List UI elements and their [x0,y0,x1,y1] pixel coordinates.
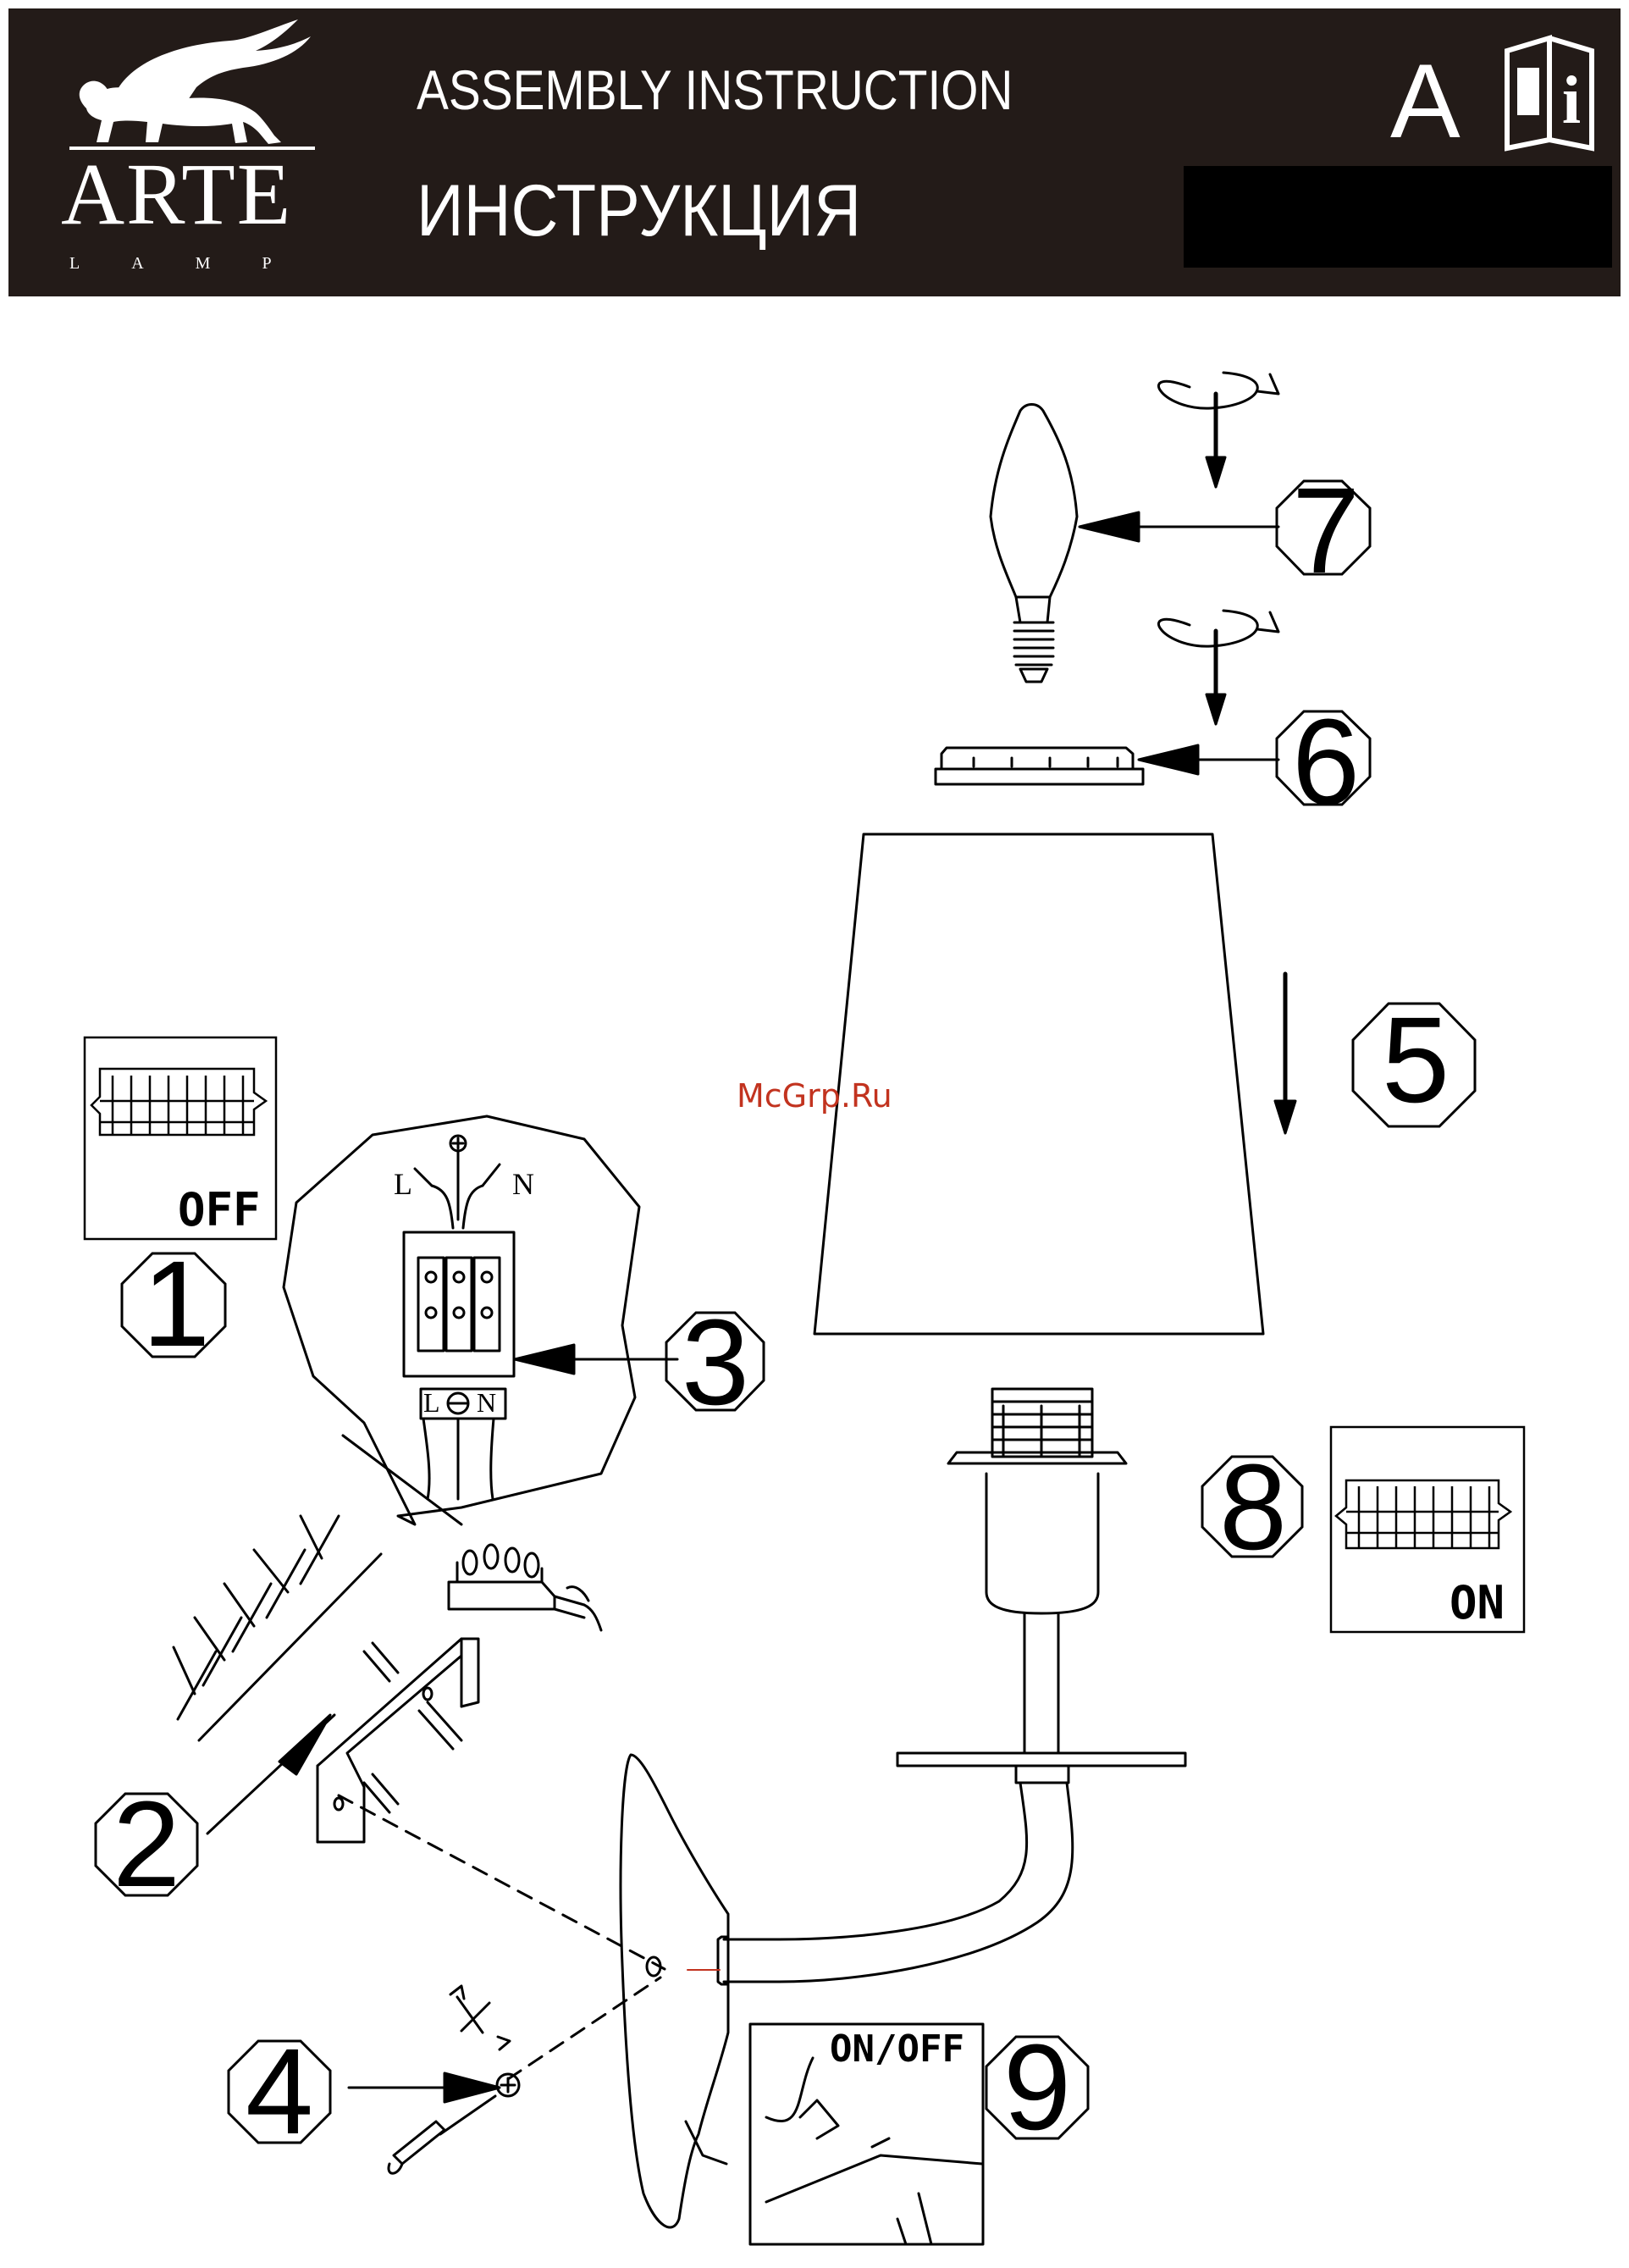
screwdriver-icon [389,2096,495,2173]
wiring-zoom-octagon [284,1116,639,1524]
step-number-2: 2 [113,1784,180,1906]
step-number-6: 6 [1292,701,1360,823]
rotate-arrow-icon [1158,611,1278,724]
wall-hatching [174,1516,381,1740]
terminal-live-label: L [423,1389,440,1416]
wall-plate [621,1755,728,2227]
step-number-1: 1 [142,1243,210,1365]
switch-label-off: OFF [178,1187,261,1233]
shade-ring [936,748,1143,784]
step-number-3: 3 [682,1302,749,1424]
switch-label-on: ON [1450,1580,1505,1626]
terminal-neutral-label: N [477,1389,496,1416]
live-wire-label: L [394,1169,412,1199]
step-number-8: 8 [1219,1447,1287,1568]
light-bulb [991,405,1077,683]
step-number-4: 4 [246,2031,313,2153]
rotate-arrow-icon [450,1986,510,2049]
terminal-block [449,1545,601,1630]
lamp-arm [724,1783,1073,1982]
step-number-5: 5 [1382,999,1450,1121]
terminal-block-zoomed [404,1136,514,1499]
step-number-7: 7 [1292,470,1360,592]
lamp-socket [897,1389,1185,1783]
switch-label-on-off: ON/OFF [830,2031,964,2068]
screw [497,2074,519,2096]
step-number-9: 9 [1003,2027,1071,2149]
watermark: McGrp.Ru [737,1080,892,1112]
neutral-wire-label: N [512,1169,534,1199]
mounting-bracket [318,1639,478,1842]
rotate-arrow-icon [1158,373,1278,487]
